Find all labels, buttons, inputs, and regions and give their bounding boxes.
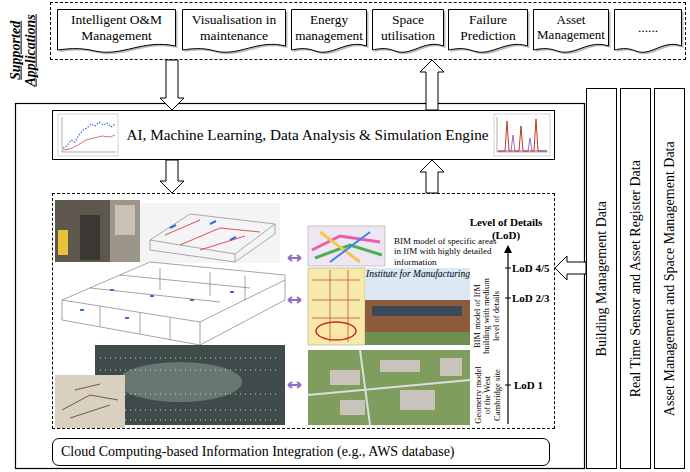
lod-level: LoD 1 bbox=[514, 379, 554, 392]
floor-plan-walls bbox=[312, 270, 360, 342]
data-source-column: Asset Management and Space Management Da… bbox=[654, 88, 685, 469]
building-wireframe bbox=[62, 262, 285, 345]
node-label: Real Time Sensor and Asset Register Data bbox=[628, 96, 643, 462]
lawn bbox=[365, 332, 470, 345]
shape-outline bbox=[449, 10, 528, 53]
node-label: Energy management bbox=[295, 12, 363, 42]
sketch-photo bbox=[55, 375, 125, 428]
application-box: Failure Prediction bbox=[448, 9, 528, 55]
lod-level: LoD 4/5 bbox=[512, 262, 554, 275]
group-heading: Supported Applications bbox=[8, 4, 39, 96]
shape-outline bbox=[58, 10, 176, 53]
shape-outline bbox=[373, 10, 444, 53]
chart-axes bbox=[62, 117, 116, 152]
node-label: Cloud Computing-based Information Integr… bbox=[61, 444, 543, 460]
shape-outline bbox=[183, 10, 286, 53]
platform-frame bbox=[16, 104, 585, 469]
site-roads bbox=[308, 350, 470, 425]
photo-detail bbox=[115, 205, 135, 235]
application-box: Energy management bbox=[291, 9, 367, 55]
building-glazing bbox=[372, 306, 462, 316]
chart-peaks bbox=[498, 119, 547, 151]
chart-thumbnail bbox=[58, 114, 118, 156]
building-facade bbox=[365, 300, 470, 332]
double-arrow bbox=[288, 255, 301, 388]
services-model bbox=[140, 203, 280, 263]
photo-detail bbox=[58, 230, 68, 255]
sensor-marks bbox=[80, 290, 234, 318]
lod-level: LoD 2/3 bbox=[512, 292, 554, 305]
hollow-arrow bbox=[420, 60, 444, 110]
application-box: ...... bbox=[614, 9, 682, 55]
plant-room-photo bbox=[110, 200, 140, 262]
node-label: Failure Prediction bbox=[452, 12, 524, 43]
shape-outline bbox=[615, 10, 682, 53]
application-box: Intelligent O&M Management bbox=[57, 9, 176, 55]
node-label: Building Management Data bbox=[594, 96, 609, 462]
node-label: AI, Machine Learning, Data Analysis & Si… bbox=[125, 126, 490, 144]
node-label: Asset Management and Space Management Da… bbox=[662, 96, 677, 462]
chart-axes bbox=[497, 117, 548, 152]
hollow-arrow bbox=[160, 160, 184, 193]
node-label: Visualisation in maintenance bbox=[186, 12, 282, 43]
shape-outline bbox=[292, 10, 367, 53]
lod-axis bbox=[507, 252, 508, 424]
chart-thumbnail bbox=[494, 114, 550, 156]
photo-detail bbox=[80, 215, 100, 260]
node-label: Asset Management bbox=[537, 13, 605, 43]
pipe-lines bbox=[165, 220, 260, 250]
data-source-column: Building Management Data bbox=[586, 88, 617, 469]
hollow-arrow bbox=[160, 60, 184, 110]
chart-peaks bbox=[498, 135, 547, 151]
lod-tick bbox=[505, 268, 511, 385]
bim-detail-model bbox=[308, 226, 385, 266]
building-name: Institute for Manufacturing bbox=[366, 269, 470, 280]
image-caption: BIM model of IfM building with medium le… bbox=[473, 270, 501, 362]
node-label: Intelligent O&M Management bbox=[61, 12, 172, 43]
floor-plan bbox=[308, 268, 365, 345]
chart-line bbox=[63, 135, 115, 150]
application-box: Space utilisation bbox=[372, 9, 444, 55]
plant-room-photo bbox=[55, 200, 110, 262]
point-cloud-dots bbox=[100, 358, 280, 420]
duct-marks bbox=[170, 221, 236, 240]
hollow-arrow bbox=[420, 160, 444, 193]
bim-pipe bbox=[320, 232, 360, 262]
shape-outline bbox=[534, 10, 609, 53]
point-cloud-patch bbox=[118, 362, 242, 402]
node-label: ...... bbox=[618, 20, 678, 36]
lod-axis-head bbox=[504, 245, 512, 253]
sketch-lines bbox=[62, 384, 118, 418]
application-box: Visualisation in maintenance bbox=[182, 9, 286, 55]
node-label: Space utilisation bbox=[376, 12, 440, 43]
application-group: Supported ApplicationsIntelligent O&M Ma… bbox=[50, 2, 686, 60]
image-caption: Geometry model of the West Cambridge sit… bbox=[474, 362, 502, 428]
services-model-outline bbox=[150, 214, 275, 262]
highlight-ellipse bbox=[316, 322, 356, 340]
chart-line bbox=[63, 122, 115, 148]
integration-box: Cloud Computing-based Information Integr… bbox=[52, 438, 550, 466]
building-photo bbox=[365, 268, 470, 345]
hollow-arrow bbox=[555, 256, 586, 280]
data-source-column: Real Time Sensor and Asset Register Data bbox=[620, 88, 651, 469]
application-box: Asset Management bbox=[533, 9, 609, 55]
image-caption: BIM model of specific areas in IfM with … bbox=[394, 236, 500, 267]
bim-pipe bbox=[330, 232, 370, 262]
aerial-site-view bbox=[308, 350, 470, 425]
engine-box: AI, Machine Learning, Data Analysis & Si… bbox=[52, 110, 555, 160]
